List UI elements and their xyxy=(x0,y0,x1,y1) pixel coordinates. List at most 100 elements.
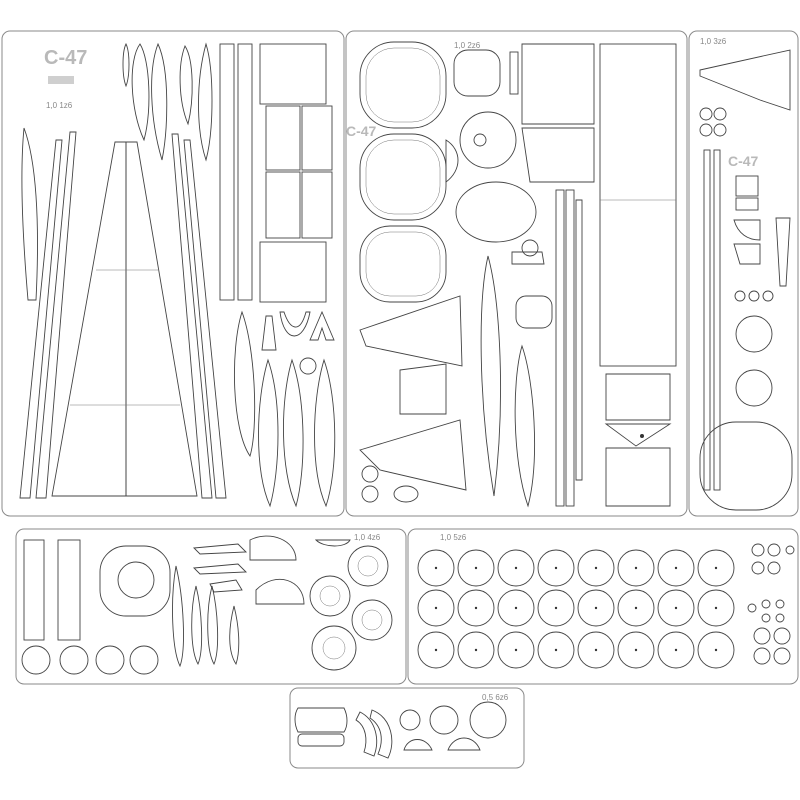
rib-airfoil-2 xyxy=(151,42,168,161)
panel-3 xyxy=(301,105,333,171)
bulkhead-2 xyxy=(459,111,517,169)
rib-s4-3 xyxy=(207,585,219,666)
gear-fork-2 xyxy=(309,310,335,341)
bulkhead-1 xyxy=(453,49,501,97)
frame-oval-3 xyxy=(359,225,447,303)
ring-s4-3 xyxy=(95,645,125,675)
small-part-2 xyxy=(733,243,761,265)
wingtip-rib-left xyxy=(21,127,38,301)
spar-left-2 xyxy=(35,131,77,499)
bracket-2 xyxy=(515,295,553,329)
spar-right-1 xyxy=(171,133,213,499)
logo-mark xyxy=(48,76,74,84)
dome-s4-2 xyxy=(255,578,305,605)
half-disc xyxy=(445,139,459,183)
frame-oval-s4 xyxy=(99,545,171,617)
panel-6 xyxy=(259,241,327,303)
rib-airfoil-4 xyxy=(198,42,213,162)
sheet-2-label: 1,0 2z6 xyxy=(454,41,481,50)
strip-1 xyxy=(219,43,235,301)
strip-s4-1 xyxy=(23,539,45,641)
ring-s4-4 xyxy=(129,645,159,675)
long-rib-2 xyxy=(514,344,535,508)
sheet-4-label: 1,0 4z6 xyxy=(354,533,381,542)
dome-s4-1 xyxy=(249,535,297,561)
sheet-6-label: 0,5 6z6 xyxy=(482,693,509,702)
tailplane-left xyxy=(359,295,463,367)
strip-s4-2 xyxy=(57,539,81,641)
sheet-4: 1,0 4z6 xyxy=(15,528,407,685)
ring-large-s4-2 xyxy=(347,545,389,587)
strip-2 xyxy=(237,43,253,301)
rib-s4-4 xyxy=(229,605,240,666)
spar-s3-2 xyxy=(713,149,721,491)
canopy-piece xyxy=(294,707,348,733)
disc-s6-2 xyxy=(429,705,459,735)
gear-fork-1 xyxy=(279,311,311,337)
rib-s4-1 xyxy=(172,565,184,668)
small-block-1 xyxy=(735,175,759,197)
wheel-small-1 xyxy=(361,465,379,483)
dome-s6-1 xyxy=(403,739,433,751)
panel-2 xyxy=(265,105,301,171)
sheet-5: 1,0 5z6 xyxy=(407,528,799,685)
sheet-3-title: C-47 xyxy=(728,153,759,169)
floor-panel-1 xyxy=(521,43,595,125)
comb-strip xyxy=(509,51,519,95)
bracket-1 xyxy=(511,251,545,265)
fin-rib-3 xyxy=(282,358,304,508)
rib-airfoil-5 xyxy=(122,42,130,88)
sheet-3-label: 1,0 3z6 xyxy=(700,37,727,46)
arch-2 xyxy=(369,709,393,759)
rib-airfoil-3 xyxy=(179,45,193,126)
spar-s3-1 xyxy=(703,149,711,491)
sheet-2: C-47 1,0 2z6 xyxy=(345,30,688,517)
blade-3 xyxy=(209,579,243,593)
fin-rib-4 xyxy=(314,358,336,508)
small-block-2 xyxy=(735,197,759,211)
arc-s4 xyxy=(314,539,351,547)
spar-right-2 xyxy=(183,139,227,499)
bulkhead-3 xyxy=(455,181,537,243)
disc-s6-1 xyxy=(399,709,421,731)
floor-panel-2 xyxy=(521,127,595,183)
blade-1 xyxy=(193,543,248,555)
disc-s6-3 xyxy=(469,701,507,739)
ring-s4-2 xyxy=(59,645,89,675)
small-disc xyxy=(299,357,317,375)
window-strip xyxy=(297,733,345,747)
wing-panel-right xyxy=(125,141,198,497)
ring-large-s4-1 xyxy=(309,575,351,617)
sheet-6: 0,5 6z6 xyxy=(289,687,525,769)
blade-2 xyxy=(193,563,248,575)
strip-long-2 xyxy=(565,189,575,507)
sheet-5-label: 1,0 5z6 xyxy=(440,533,467,542)
panel-5 xyxy=(301,171,333,239)
sheet-3: 1,0 3z6 C-47 xyxy=(688,30,799,517)
round-frame-1 xyxy=(735,315,773,353)
fin-rib-2 xyxy=(258,358,279,508)
long-rib-1 xyxy=(480,255,501,497)
gear-strut-1 xyxy=(261,315,277,351)
fin-rib-1 xyxy=(234,310,256,458)
strip-long-1 xyxy=(555,189,565,507)
tailplane-right xyxy=(359,419,467,491)
small-part-1 xyxy=(733,219,761,241)
rib-airfoil-1 xyxy=(131,43,150,142)
arch-1 xyxy=(355,711,378,757)
ring-large-s4-4 xyxy=(311,625,357,671)
strut-s3 xyxy=(775,217,791,287)
panel-block-2 xyxy=(604,423,672,447)
tail-center xyxy=(399,363,447,415)
frame-oval-s3 xyxy=(699,421,793,511)
wheel-oval xyxy=(393,485,419,503)
fuselage-plate xyxy=(599,43,677,367)
dome-s6-2 xyxy=(447,737,481,751)
frame-oval-1 xyxy=(359,41,447,129)
wheel-small-2 xyxy=(361,485,379,503)
wheel-grid xyxy=(417,549,735,669)
strip-long-3 xyxy=(575,199,583,481)
ring-s4-1 xyxy=(21,645,51,675)
stabilizer-piece xyxy=(699,49,791,111)
